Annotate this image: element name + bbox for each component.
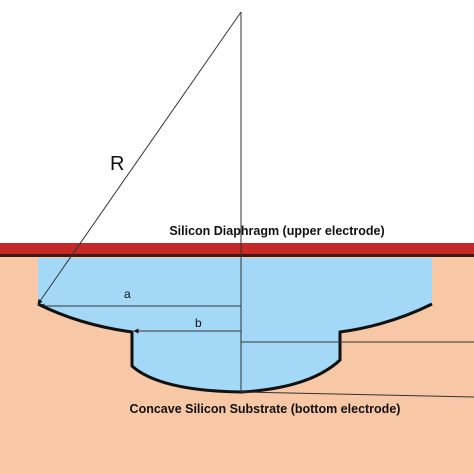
- cavity-gap: [38, 258, 432, 392]
- radius-line: [37, 11, 242, 305]
- diaphragm-lower-edge: [0, 254, 474, 257]
- reference-line-lower: [240, 391, 474, 398]
- diaphragm-label: Silicon Diaphragm (upper electrode): [169, 224, 384, 238]
- b-label: b: [195, 316, 202, 330]
- a-label: a: [124, 287, 131, 301]
- radius-label: R: [110, 153, 124, 175]
- silicon-diaphragm: [0, 243, 474, 255]
- substrate-label: Concave Silicon Substrate (bottom electr…: [130, 402, 401, 416]
